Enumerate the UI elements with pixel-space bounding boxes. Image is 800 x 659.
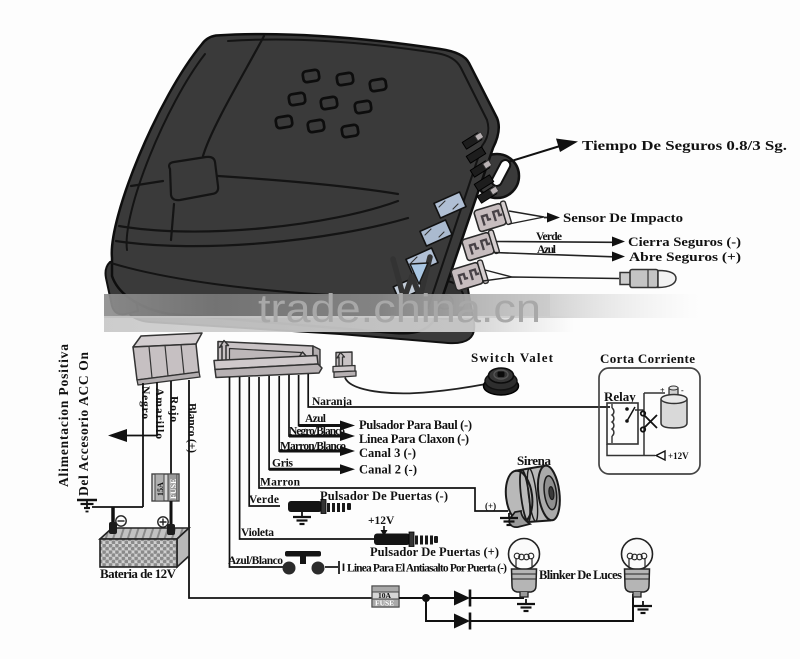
svg-text:Alimentacion Positiva: Alimentacion Positiva	[56, 344, 71, 487]
svg-text:+12V: +12V	[668, 451, 689, 461]
svg-text:Negro/Blanco: Negro/Blanco	[289, 426, 345, 438]
svg-text:Canal 2 (-): Canal 2 (-)	[359, 463, 417, 477]
svg-text:Marron: Marron	[260, 477, 301, 489]
svg-text:FUSE: FUSE	[375, 599, 394, 608]
svg-text:Pulsador De Puertas (+): Pulsador De Puertas (+)	[370, 545, 499, 559]
svg-text:Blanco (+): Blanco (+)	[186, 403, 198, 453]
svg-text:Negro: Negro	[139, 386, 151, 419]
svg-text:Bateria de 12V: Bateria de 12V	[100, 566, 177, 581]
svg-text:Tiempo De Seguros 0.8/3 Sg: Tiempo De Seguros 0.8/3 Sg.	[582, 139, 787, 154]
svg-text:Azul/Blanco: Azul/Blanco	[228, 555, 283, 567]
svg-text:Pulsador De Puertas (-): Pulsador De Puertas (-)	[320, 489, 448, 503]
svg-text:Switch Valet: Switch Valet	[471, 350, 554, 365]
svg-text:Rojo: Rojo	[168, 396, 180, 422]
svg-text:Del Accesorio ACC On: Del Accesorio ACC On	[76, 352, 91, 496]
svg-text:Blinker De Luces: Blinker De Luces	[539, 568, 622, 582]
svg-text:Amarillo: Amarillo	[153, 388, 165, 439]
svg-text:Violeta: Violeta	[241, 527, 274, 539]
svg-text:Verde: Verde	[249, 494, 279, 506]
svg-text:Azul: Azul	[537, 244, 556, 256]
svg-text:Gris: Gris	[272, 458, 294, 470]
svg-text:FUSE: FUSE	[169, 479, 178, 499]
svg-text:Linea Para El Antiasalto Por: Linea Para El Antiasalto Por Puerta (-)	[347, 563, 507, 575]
svg-text:Marron/Blanco: Marron/Blanco	[280, 441, 346, 453]
svg-text:Sensor De Impacto: Sensor De Impacto	[563, 210, 683, 225]
svg-text:(+): (+)	[485, 501, 496, 511]
svg-text:Relay: Relay	[604, 389, 636, 404]
svg-text:+: +	[660, 386, 665, 395]
svg-text:Corta Corriente: Corta Corriente	[600, 351, 695, 366]
svg-text:+12V: +12V	[368, 515, 395, 527]
svg-text:Naranja: Naranja	[312, 396, 352, 408]
svg-text:10A: 10A	[378, 591, 392, 600]
svg-text:-: -	[681, 386, 684, 395]
svg-text:Pulsador Para Baul (-): Pulsador Para Baul (-)	[359, 418, 472, 432]
svg-text:Verde: Verde	[536, 231, 562, 243]
svg-text:trade.china.cn: trade.china.cn	[258, 287, 541, 331]
svg-text:Azul: Azul	[305, 413, 326, 425]
svg-text:15A: 15A	[156, 482, 165, 496]
svg-text:Sirena: Sirena	[517, 453, 552, 468]
svg-text:Abre Seguros (+): Abre Seguros (+)	[629, 249, 741, 264]
svg-text:Linea Para Claxon (-): Linea Para Claxon (-)	[359, 432, 469, 446]
svg-text:Cierra Seguros (-): Cierra Seguros (-)	[628, 234, 741, 249]
svg-text:Canal 3 (-): Canal 3 (-)	[359, 446, 416, 460]
